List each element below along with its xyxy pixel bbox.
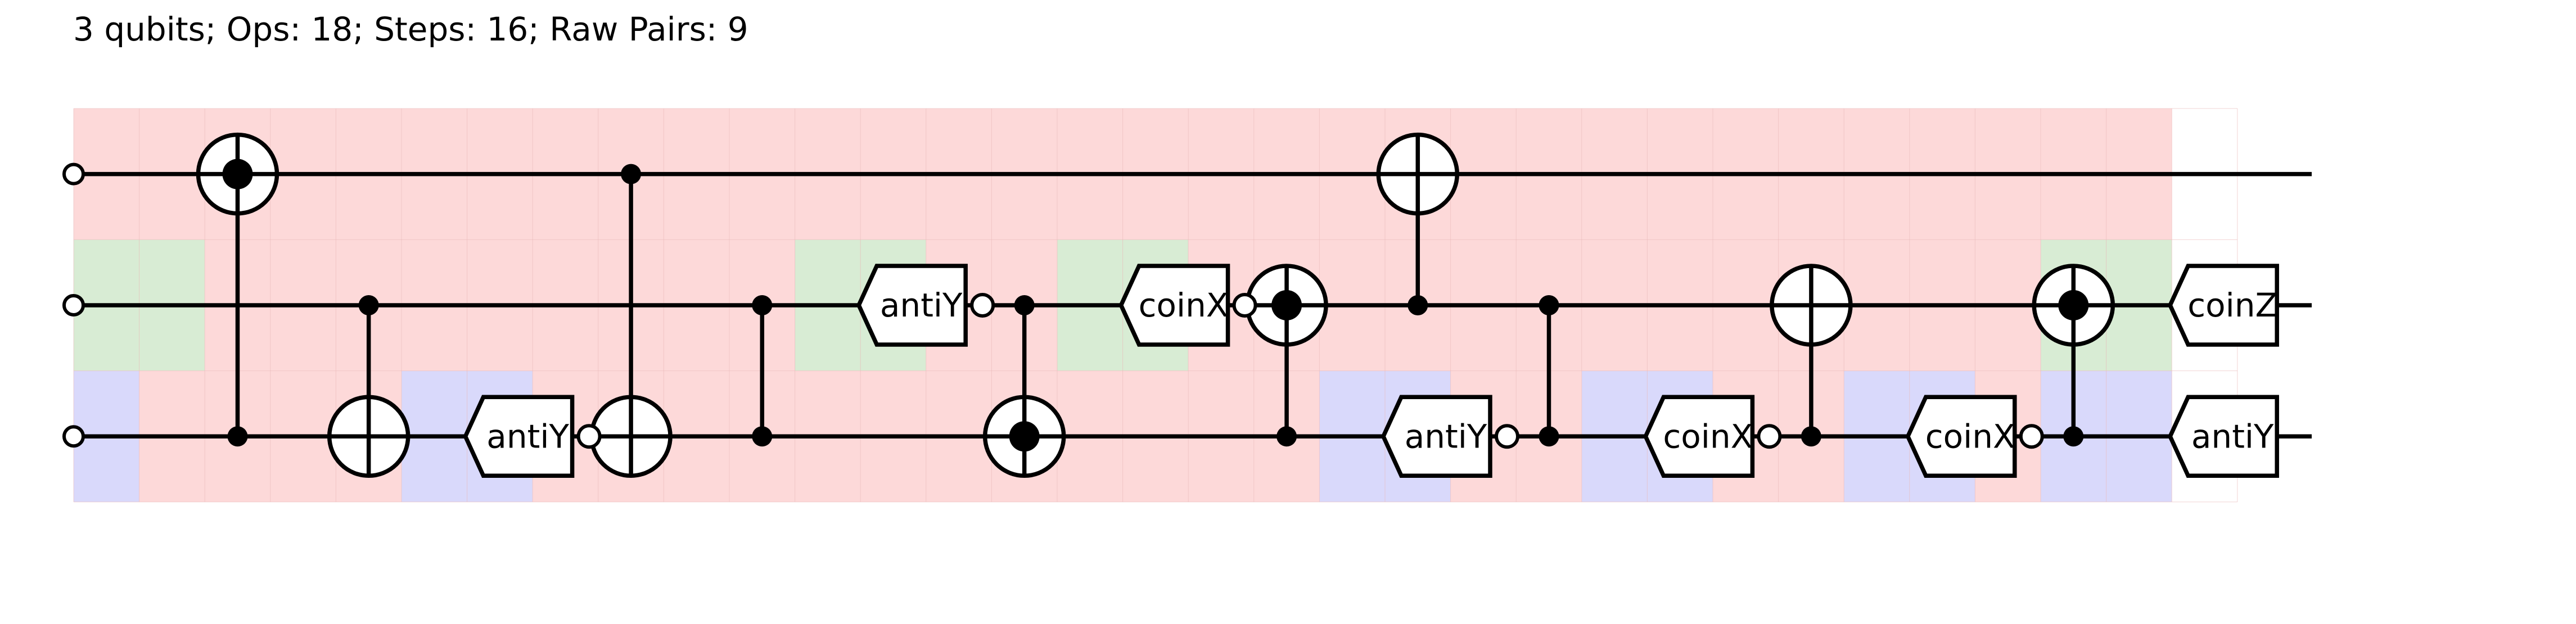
controlled-gate bbox=[752, 295, 773, 447]
control-dot bbox=[1276, 426, 1297, 447]
controlled-gate bbox=[1770, 264, 1853, 447]
gate-box bbox=[463, 395, 575, 478]
controlled-gate bbox=[589, 164, 673, 478]
gate-box bbox=[1905, 395, 2017, 478]
post-circle bbox=[1757, 424, 1782, 449]
controlled-gate bbox=[327, 295, 410, 478]
gate-label: antiY bbox=[880, 286, 963, 324]
single-gate-coinX: coinX bbox=[1643, 395, 1782, 478]
circuit-summary: 3 qubits; Ops: 18; Steps: 16; Raw Pairs:… bbox=[73, 10, 748, 48]
target-dot bbox=[1009, 421, 1040, 452]
single-gate-coinX: coinX bbox=[1118, 264, 1257, 347]
target-dot bbox=[2058, 290, 2089, 320]
controlled-gate bbox=[1539, 295, 1559, 447]
gate-box bbox=[856, 264, 968, 347]
control-dot bbox=[227, 426, 248, 447]
controlled-gate bbox=[2032, 264, 2115, 447]
single-gate-antiY: antiY bbox=[2168, 395, 2279, 478]
input-circle bbox=[62, 425, 85, 448]
control-dot bbox=[1014, 295, 1035, 315]
single-gate-antiY: antiY bbox=[856, 264, 995, 347]
gate-label: antiY bbox=[486, 417, 569, 455]
gate-box bbox=[2168, 264, 2279, 347]
target-dot bbox=[222, 159, 253, 189]
gate-label: antiY bbox=[2191, 417, 2274, 455]
single-gate-antiY: antiY bbox=[1381, 395, 1519, 478]
control-dot bbox=[1407, 295, 1428, 315]
control-dot bbox=[621, 164, 642, 184]
single-gate-coinZ: coinZ bbox=[2168, 264, 2279, 347]
single-gate-antiY: antiY bbox=[463, 395, 602, 478]
control-dot bbox=[358, 295, 379, 315]
post-circle bbox=[2019, 424, 2044, 449]
gate-label: coinZ bbox=[2187, 286, 2277, 324]
gate-label: coinX bbox=[1925, 417, 2015, 455]
control-dot bbox=[2063, 426, 2084, 447]
controlled-gate bbox=[982, 295, 1066, 478]
control-dot bbox=[1801, 426, 1821, 447]
controlled-gate bbox=[196, 132, 279, 447]
control-dot bbox=[1539, 295, 1559, 315]
target-dot bbox=[1271, 290, 1302, 320]
control-dot bbox=[752, 426, 773, 447]
gates: antiY antiY coinX antiY coinX coinX coinZ antiY bbox=[196, 132, 2279, 478]
gate-box bbox=[1118, 264, 1230, 347]
gate-label: coinX bbox=[1663, 417, 1753, 455]
input-circle bbox=[62, 293, 85, 316]
gate-box bbox=[1643, 395, 1755, 478]
post-circle bbox=[1232, 292, 1257, 318]
gate-label: coinX bbox=[1139, 286, 1229, 324]
gate-box bbox=[1381, 395, 1492, 478]
control-dot bbox=[752, 295, 773, 315]
post-circle bbox=[970, 292, 995, 318]
control-dot bbox=[1539, 426, 1559, 447]
post-circle bbox=[1495, 424, 1519, 449]
gate-box bbox=[2168, 395, 2279, 478]
gate-label: antiY bbox=[1405, 417, 1487, 455]
post-circle bbox=[576, 424, 602, 449]
controlled-gate bbox=[1376, 132, 1460, 315]
controlled-gate bbox=[1245, 264, 1328, 447]
single-gate-coinX: coinX bbox=[1905, 395, 2044, 478]
input-circle bbox=[62, 162, 85, 186]
